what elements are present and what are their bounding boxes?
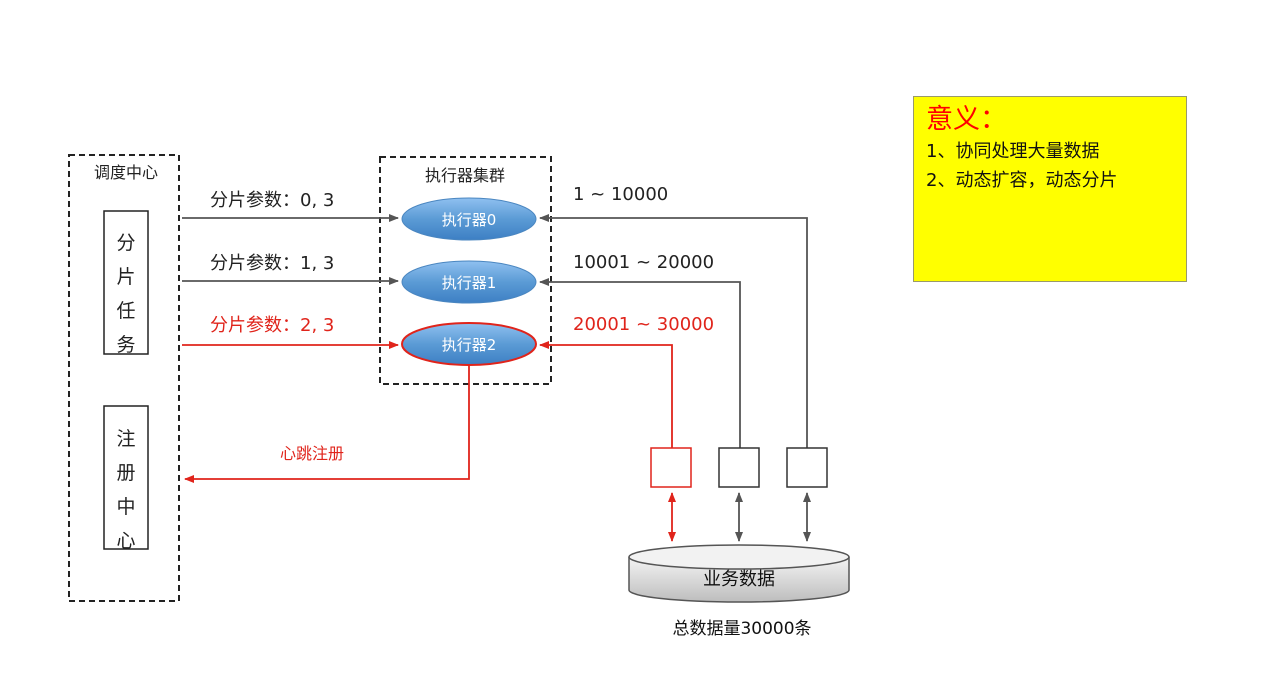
note-title: 意义： [926, 104, 1007, 135]
shard-task-box [103, 210, 149, 355]
scheduler-title: 调度中心 [94, 163, 158, 182]
data-path-2 [539, 341, 673, 448]
registry-box [103, 405, 149, 550]
executor-1-label: 执行器1 [442, 274, 497, 292]
data-block-2 [650, 447, 692, 488]
data-path-1 [539, 278, 741, 448]
note-line-2: 2、动态扩容，动态分片 [926, 170, 1118, 191]
range-label-1: 10001 ~ 20000 [573, 252, 714, 273]
cluster-title: 执行器集群 [425, 166, 505, 185]
heartbeat-label: 心跳注册 [280, 444, 344, 463]
database-label: 业务数据 [703, 569, 775, 590]
data-block-1 [718, 447, 760, 488]
registry-label: 注册中心 [116, 428, 135, 552]
param-label-0: 分片参数：0, 3 [210, 190, 334, 211]
heartbeat-path [184, 366, 470, 483]
shard-task-label: 分片任务 [116, 232, 135, 356]
param-label-1: 分片参数：1, 3 [210, 253, 334, 274]
executor-1 [401, 260, 537, 304]
range-label-2: 20001 ~ 30000 [573, 314, 714, 335]
scheduler-container [68, 154, 180, 602]
note-box: 意义： 1、协同处理大量数据 2、动态扩容，动态分片 [913, 96, 1187, 282]
database-cylinder [628, 544, 850, 603]
cluster-container [379, 156, 552, 385]
executor-0-label: 执行器0 [442, 211, 497, 229]
executor-2-label: 执行器2 [442, 336, 497, 354]
executor-0 [401, 197, 537, 241]
data-block-0 [786, 447, 828, 488]
note-line-1: 1、协同处理大量数据 [926, 141, 1100, 162]
executor-2 [401, 322, 537, 366]
database-caption: 总数据量30000条 [672, 619, 811, 639]
range-label-0: 1 ~ 10000 [573, 184, 668, 205]
data-path-0 [539, 214, 808, 448]
param-label-2: 分片参数：2, 3 [210, 315, 334, 336]
